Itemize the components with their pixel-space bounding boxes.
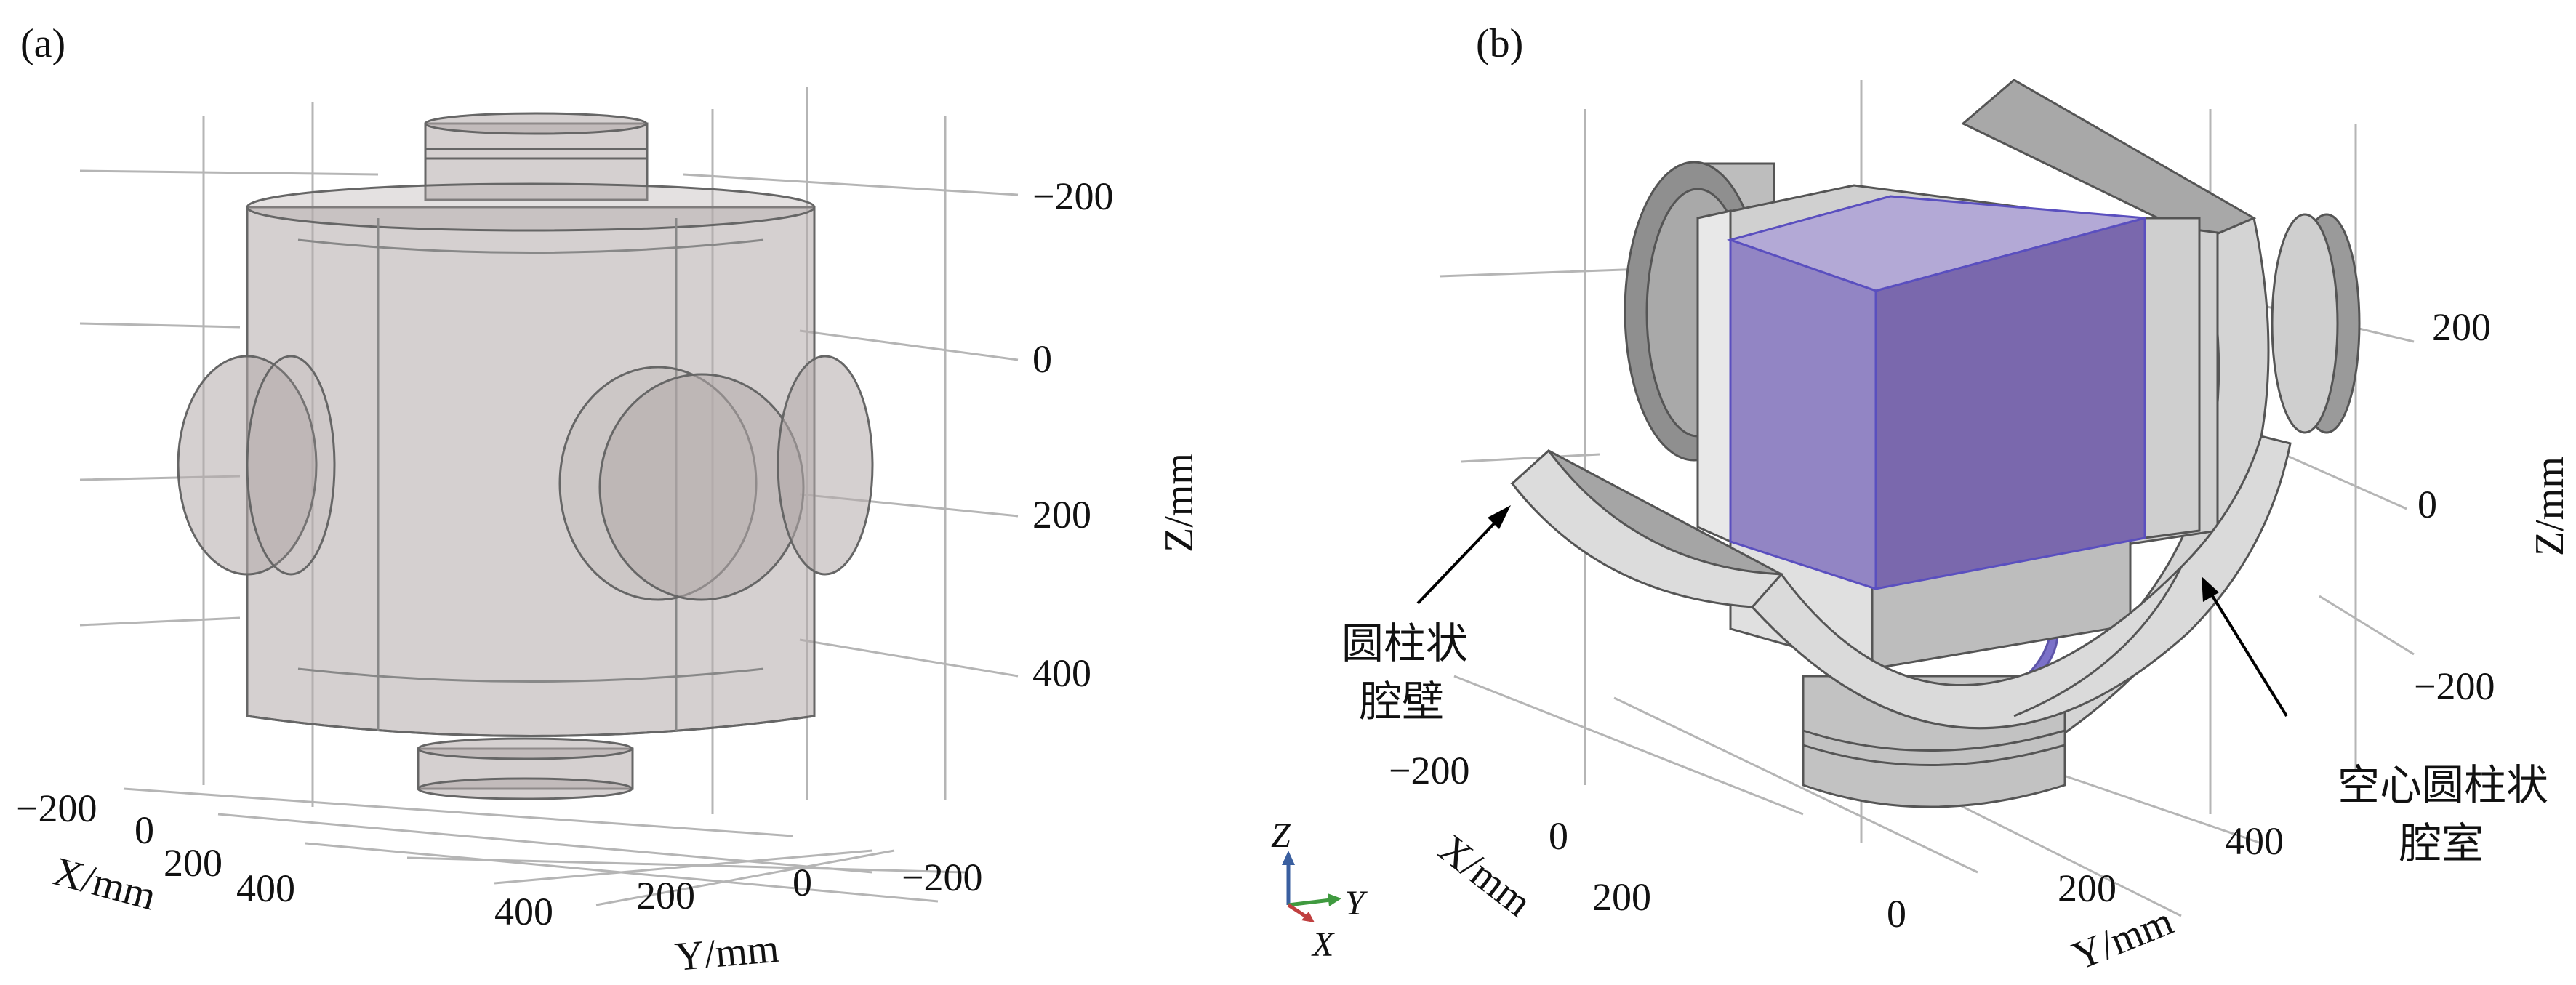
panel-b-x-tick-2: 0 xyxy=(1549,814,1568,858)
annotation-right-text-1: 空心圆柱状 xyxy=(2338,760,2548,810)
panel-b-z-tick-3: −200 xyxy=(2414,664,2495,708)
triad-z-label: Z xyxy=(1271,816,1291,855)
panel-a-y-tick-3: 0 xyxy=(793,861,812,904)
panel-a-z-tick-3: 200 xyxy=(1032,493,1091,536)
panel-a-x-tick-3: 200 xyxy=(164,841,222,885)
panel-b-y-tick-1: 0 xyxy=(1887,892,1906,936)
panel-b-x-axis-title: X/mm xyxy=(1430,826,1540,925)
transparent-cylinder-chamber xyxy=(177,112,874,800)
annotation-left-text-2: 腔壁 xyxy=(1360,677,1444,726)
panel-a-y-axis-title: Y/mm xyxy=(673,926,781,980)
cube-left-plate xyxy=(1696,209,1732,544)
panel-a-z-tick-4: 400 xyxy=(1032,651,1091,695)
panel-b-z-tick-2: 0 xyxy=(2417,483,2437,526)
annotation-right: 空心圆柱状 腔室 xyxy=(2202,576,2548,868)
panel-a-x-tick-1: −200 xyxy=(16,787,97,830)
panel-b-y-tick-3: 400 xyxy=(2225,819,2284,863)
panel-b-y-axis-title: Y/mm xyxy=(2066,898,2180,979)
panel-b-x-tick-3: 200 xyxy=(1592,875,1651,919)
triad-x-axis xyxy=(1287,903,1309,920)
triad-y-arrowhead xyxy=(1328,893,1341,906)
triad-x-arrowhead xyxy=(1301,912,1315,922)
panel-b-z-axis-title: Z/mm xyxy=(2527,457,2572,556)
triad-y-axis xyxy=(1288,898,1331,907)
panel-b-z-tick-1: 200 xyxy=(2432,305,2491,349)
annotation-left: 圆柱状 腔壁 xyxy=(1341,505,1511,726)
triad-y-label: Y xyxy=(1345,884,1368,922)
panel-a-y-tick-2: 200 xyxy=(636,874,695,917)
annotation-left-arrowhead xyxy=(1488,505,1511,529)
annotation-left-arrow xyxy=(1416,518,1499,605)
annotation-right-arrow xyxy=(2209,591,2288,717)
annotation-left-text-1: 圆柱状 xyxy=(1341,619,1468,668)
panel-b-y-tick-2: 200 xyxy=(2058,867,2116,910)
panel-a-label: (a) xyxy=(20,21,65,66)
panel-a-z-tick-2: 0 xyxy=(1032,337,1052,381)
triad-z-arrowhead xyxy=(1282,851,1295,865)
panel-a-x-axis-title: X/mm xyxy=(49,849,161,920)
panel-a-y-tick-4: −200 xyxy=(902,856,982,899)
annotation-right-text-2: 腔室 xyxy=(2399,819,2484,868)
right-end-port xyxy=(2271,213,2361,434)
panel-b: (b) xyxy=(1271,21,2572,979)
cube-right-plate xyxy=(2143,217,2201,539)
panel-b-label: (b) xyxy=(1476,21,1523,66)
panel-a-z-axis-title: Z/mm xyxy=(1157,453,1202,552)
cylindrical-wall-front xyxy=(1510,435,2292,730)
panel-a-z-tick-1: −200 xyxy=(1032,174,1113,218)
panel-a-y-tick-1: 400 xyxy=(494,890,553,933)
panel-a-x-tick-4: 400 xyxy=(236,867,295,910)
panel-a-x-tick-2: 0 xyxy=(135,808,154,852)
panel-a: (a) xyxy=(16,21,1202,980)
annotation-right-arrowhead xyxy=(2202,576,2219,602)
triad-x-label: X xyxy=(1311,925,1335,964)
orientation-triad: Z Y X xyxy=(1271,816,1368,964)
panel-b-x-tick-1: −200 xyxy=(1389,749,1469,792)
sample-cube xyxy=(1726,195,2146,591)
